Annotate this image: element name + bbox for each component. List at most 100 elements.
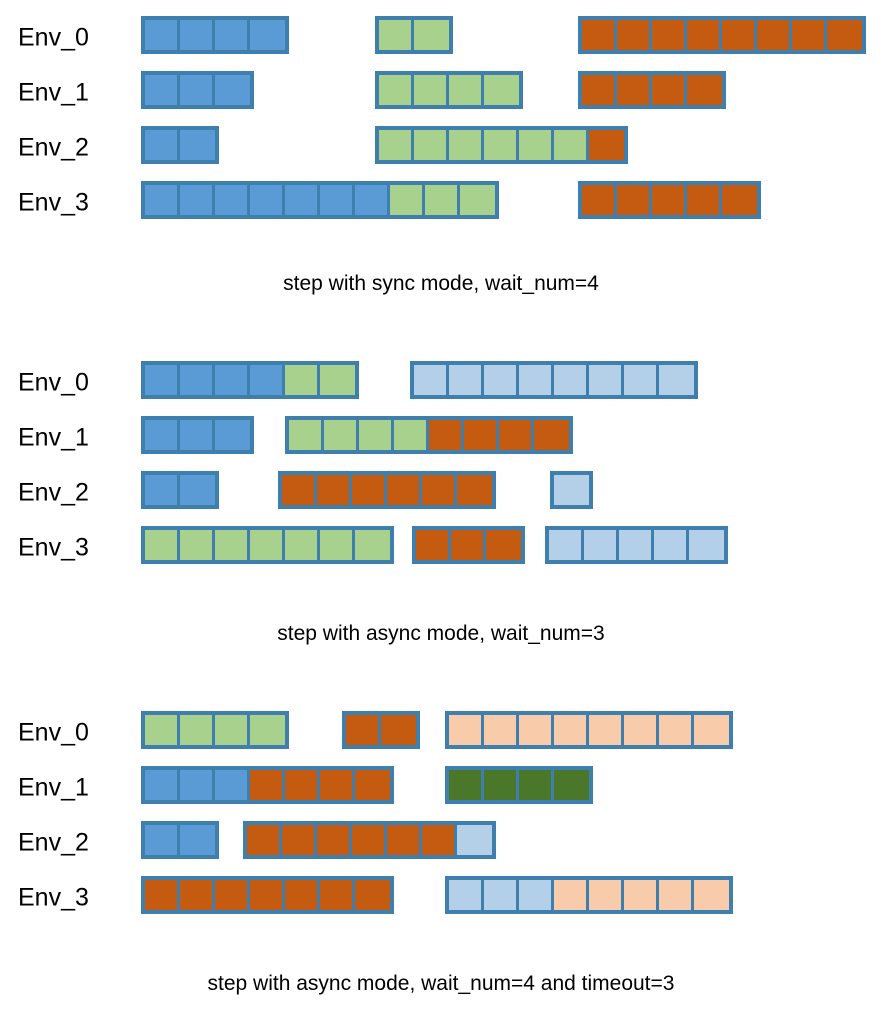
timeline-cell-peach: [624, 715, 659, 745]
timeline-cell-green: [355, 530, 390, 560]
timeline-cell-blue: [180, 20, 215, 50]
timeline-cell-orange: [457, 475, 492, 505]
timeline-segment: [141, 71, 254, 109]
timeline-cell-green: [379, 130, 414, 160]
timeline-cell-light_blue: [689, 530, 724, 560]
timeline-segment: [141, 821, 219, 859]
timeline-cell-light_blue: [414, 365, 449, 395]
env-label: Env_3: [18, 883, 89, 911]
timeline-segment: [412, 526, 525, 564]
timeline-cell-dark_green: [484, 770, 519, 800]
timeline-cell-blue: [250, 20, 285, 50]
timeline-cell-green: [414, 130, 449, 160]
timeline-cell-green: [425, 185, 460, 215]
timeline-segment: [550, 471, 593, 509]
timeline-cell-orange: [381, 715, 416, 745]
timeline-cell-green: [324, 420, 359, 450]
timeline-cell-green: [484, 75, 519, 105]
timeline-cell-orange: [464, 420, 499, 450]
timeline-cell-orange: [215, 880, 250, 910]
env-timeline-row: Env_3: [0, 175, 882, 230]
timeline-cell-light_blue: [484, 365, 519, 395]
timeline-cell-blue: [320, 185, 355, 215]
timeline-cell-green: [414, 75, 449, 105]
timeline-cell-blue: [145, 475, 180, 505]
timeline-cell-peach: [449, 715, 484, 745]
timeline-cell-peach: [519, 715, 554, 745]
timeline-cell-orange: [387, 825, 422, 855]
timeline-cell-peach: [484, 715, 519, 745]
timeline-cell-blue: [145, 420, 180, 450]
timeline-cell-green: [390, 185, 425, 215]
env-label: Env_0: [18, 23, 89, 51]
timeline-cell-green: [320, 365, 355, 395]
timeline-cell-green: [414, 20, 449, 50]
timeline-cell-orange: [352, 825, 387, 855]
timeline-cell-orange: [722, 185, 757, 215]
timeline-cell-light_blue: [589, 365, 624, 395]
timeline-segment: [375, 126, 628, 164]
timeline-cell-orange: [355, 880, 390, 910]
timeline-cell-orange: [317, 825, 352, 855]
timeline-segment: [578, 16, 866, 54]
timeline-cell-light_blue: [624, 365, 659, 395]
timeline-cell-light_blue: [554, 475, 589, 505]
timeline-segment: [578, 71, 726, 109]
timeline-segment: [141, 126, 219, 164]
timeline-cell-green: [519, 130, 554, 160]
env-timeline-row: Env_0: [0, 10, 882, 65]
env-label: Env_3: [18, 188, 89, 216]
timeline-cell-green: [250, 530, 285, 560]
timeline-cell-blue: [180, 365, 215, 395]
timeline-segment: [445, 876, 733, 914]
timeline-cell-orange: [250, 880, 285, 910]
timeline-cell-green: [289, 420, 324, 450]
timeline-cell-green: [359, 420, 394, 450]
timeline-cell-orange: [320, 770, 355, 800]
timeline-cell-blue: [215, 75, 250, 105]
timeline-cell-green: [484, 130, 519, 160]
timeline-segment: [445, 711, 733, 749]
timeline-cell-green: [394, 420, 429, 450]
timeline-cell-green: [285, 365, 320, 395]
env-label: Env_1: [18, 78, 89, 106]
timeline-cell-orange: [320, 880, 355, 910]
timeline-cell-orange: [652, 185, 687, 215]
timeline-cell-green: [460, 185, 495, 215]
timeline-cell-green: [285, 530, 320, 560]
timeline-cell-orange: [589, 130, 624, 160]
timeline-cell-green: [379, 75, 414, 105]
timeline-cell-orange: [285, 880, 320, 910]
timeline-cell-orange: [282, 825, 317, 855]
timeline-cell-orange: [792, 20, 827, 50]
env-label: Env_1: [18, 773, 89, 801]
timeline-cell-blue: [145, 20, 180, 50]
timeline-cell-peach: [659, 880, 694, 910]
timeline-cell-orange: [317, 475, 352, 505]
timeline-cell-blue: [180, 420, 215, 450]
chart-caption: step with async mode, wait_num=4 and tim…: [207, 972, 675, 995]
env-timeline-row: Env_3: [0, 520, 882, 575]
timeline-cell-green: [145, 530, 180, 560]
timeline-cell-orange: [451, 530, 486, 560]
timeline-segment: [141, 416, 254, 454]
timeline-cell-peach: [694, 715, 729, 745]
timeline-cell-light_blue: [619, 530, 654, 560]
timeline-segment: [578, 181, 761, 219]
timeline-cell-green: [449, 75, 484, 105]
timeline-cell-blue: [180, 825, 215, 855]
env-label: Env_2: [18, 478, 89, 506]
timeline-cell-orange: [827, 20, 862, 50]
timeline-cell-orange: [387, 475, 422, 505]
timeline-segment: [141, 876, 394, 914]
timeline-cell-peach: [589, 715, 624, 745]
timeline-cell-blue: [180, 75, 215, 105]
timeline-cell-orange: [429, 420, 464, 450]
timeline-segment: [342, 711, 420, 749]
timeline-cell-light_blue: [654, 530, 689, 560]
timeline-cell-light_blue: [457, 825, 492, 855]
timeline-cell-blue: [180, 475, 215, 505]
timeline-cell-orange: [486, 530, 521, 560]
timeline-cell-orange: [422, 825, 457, 855]
